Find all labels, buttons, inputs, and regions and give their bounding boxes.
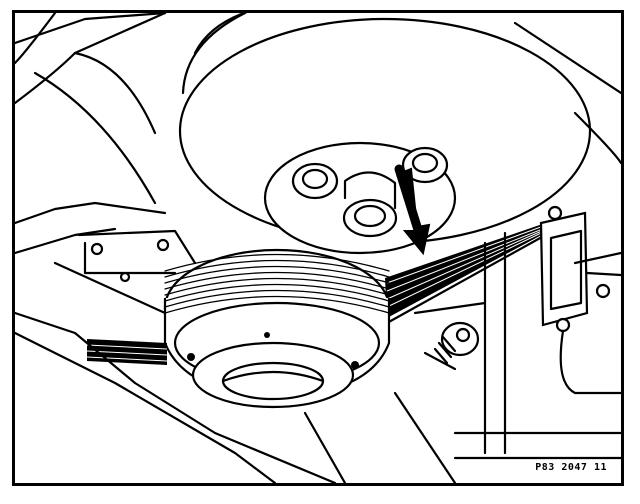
left-bracket — [15, 229, 337, 483]
engine-housing-left — [15, 13, 167, 255]
direction-arrow — [394, 164, 431, 256]
right-component — [483, 205, 621, 455]
engine-belt-drawing — [15, 13, 621, 483]
lower-frame — [303, 301, 621, 483]
drive-belt — [385, 218, 562, 325]
illustration-frame: P83 2047 11 — [12, 10, 624, 486]
tensioner-bolt — [423, 321, 480, 371]
lower-pulley — [163, 248, 391, 409]
upper-pulley-housing — [178, 13, 621, 255]
figure-reference-code: P83 2047 11 — [535, 462, 607, 473]
